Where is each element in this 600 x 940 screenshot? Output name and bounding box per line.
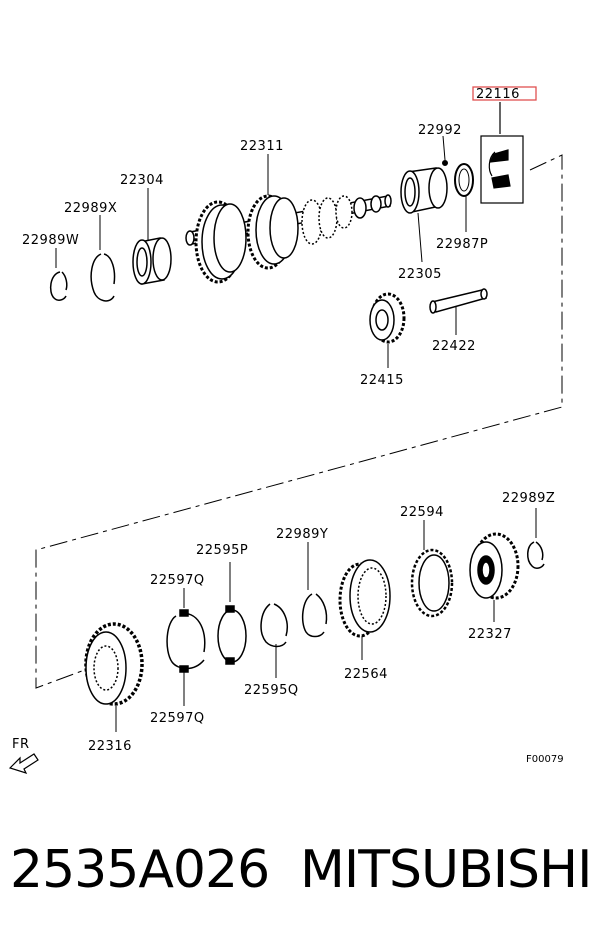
caption-part-number: 2535A026 (10, 840, 270, 900)
part-22415-gear[interactable] (369, 292, 406, 368)
part-label-22316[interactable]: 22316 (88, 739, 132, 754)
part-22116-needle-bearing[interactable] (480, 102, 524, 204)
part-22311-input-shaft[interactable] (185, 154, 392, 284)
part-label-22304[interactable]: 22304 (120, 173, 164, 188)
part-label-22422[interactable]: 22422 (432, 339, 476, 354)
part-label-22989Y[interactable]: 22989Y (276, 527, 328, 542)
part-label-22595P[interactable]: 22595P (196, 543, 248, 558)
exploded-parts-diagram: 22116 22992 22987P 22305 (8, 86, 564, 774)
part-label-22594[interactable]: 22594 (400, 505, 444, 520)
part-22989W-snap-ring[interactable] (49, 248, 68, 301)
part-label-22415[interactable]: 22415 (360, 373, 404, 388)
part-22304-bearing[interactable] (132, 188, 172, 285)
caption-bar: 2535A026 MITSUBISHI (0, 830, 600, 910)
part-22316-gear[interactable] (84, 622, 144, 732)
figure-code: F00079 (526, 754, 564, 765)
part-label-22327[interactable]: 22327 (468, 627, 512, 642)
caption-brand: MITSUBISHI (300, 840, 592, 900)
part-22989X-snap-ring[interactable] (90, 215, 116, 302)
part-label-22311[interactable]: 22311 (240, 139, 284, 154)
part-label-22597Q-top[interactable]: 22597Q (150, 573, 205, 588)
assembly-boundary (35, 154, 563, 689)
part-22305-bearing[interactable] (400, 167, 448, 263)
part-22597Q-ring[interactable] (166, 588, 206, 706)
part-22992-pin[interactable] (442, 135, 448, 166)
part-label-22989Z[interactable]: 22989Z (502, 491, 555, 506)
part-22327-gear[interactable] (469, 532, 520, 622)
part-22564-sleeve[interactable] (338, 559, 391, 660)
fr-label: FR (12, 737, 30, 752)
part-22595Q-ring[interactable] (260, 603, 288, 678)
part-label-22597Q-bottom[interactable]: 22597Q (150, 711, 205, 726)
part-label-22116[interactable]: 22116 (476, 87, 520, 102)
part-label-22989X[interactable]: 22989X (64, 201, 117, 216)
part-22595P-key-ring[interactable] (217, 562, 247, 665)
highlight-box-22116[interactable] (472, 86, 537, 101)
part-label-22595Q[interactable]: 22595Q (244, 683, 299, 698)
part-22594-synchronizer-ring[interactable] (410, 520, 454, 618)
part-22989Z-snap-ring[interactable] (527, 508, 545, 569)
part-label-22989W[interactable]: 22989W (22, 233, 79, 248)
part-label-22305[interactable]: 22305 (398, 267, 442, 282)
part-22989Y-snap-ring[interactable] (301, 542, 328, 638)
part-label-22987P[interactable]: 22987P (436, 237, 488, 252)
part-label-22992[interactable]: 22992 (418, 123, 462, 138)
front-arrow-icon (8, 753, 39, 774)
front-direction-indicator: FR (8, 737, 39, 774)
part-22987P-snap-ring[interactable] (454, 163, 474, 232)
part-22422-shaft[interactable] (429, 288, 488, 335)
part-label-22564[interactable]: 22564 (344, 667, 388, 682)
